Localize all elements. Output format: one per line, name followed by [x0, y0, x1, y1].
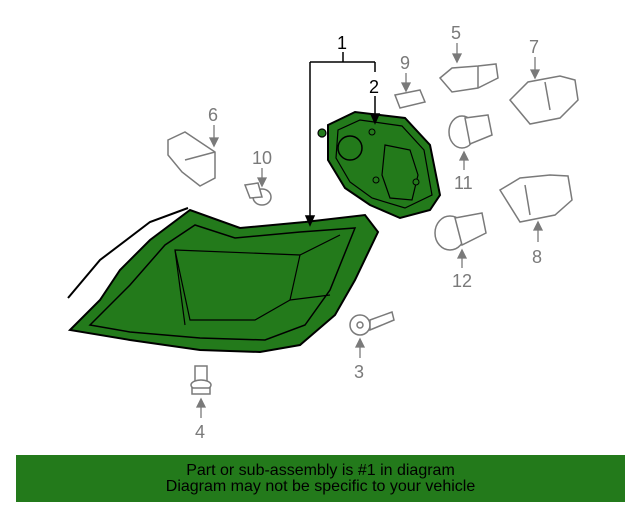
callout-5: 5	[451, 23, 462, 43]
bulb-11-icon[interactable]	[448, 114, 493, 149]
exploded-parts-diagram	[67, 43, 579, 418]
callout-4: 4	[195, 422, 206, 442]
callout-8: 8	[532, 247, 543, 267]
callout-2: 2	[369, 77, 380, 97]
lamp-gasket[interactable]	[317, 110, 442, 220]
callout-12: 12	[452, 271, 473, 291]
gray-parts	[167, 63, 579, 395]
rivet-4-icon[interactable]	[190, 365, 212, 395]
callout-1: 1	[337, 33, 348, 53]
socket-5-icon[interactable]	[438, 63, 499, 93]
socket-6-icon[interactable]	[167, 131, 216, 187]
tail-lamp-assembly[interactable]	[67, 207, 380, 354]
callout-9: 9	[400, 53, 411, 73]
socket-8-icon[interactable]	[498, 174, 573, 223]
banner-line-1: Part or sub-assembly is #1 in diagram	[186, 461, 455, 479]
diagram-notice-banner: Part or sub-assembly is #1 in diagram Di…	[16, 455, 625, 502]
callout-3: 3	[354, 362, 365, 382]
callout-7: 7	[529, 37, 540, 57]
bulb-12-icon[interactable]	[434, 212, 487, 251]
callout-6: 6	[208, 105, 219, 125]
banner-line-2: Diagram may not be specific to your vehi…	[165, 477, 476, 495]
screw-3-icon[interactable]	[349, 311, 395, 336]
socket-9-icon[interactable]	[393, 89, 427, 109]
bulb-10-icon[interactable]	[243, 182, 272, 206]
callout-11: 11	[454, 173, 473, 193]
callout-10: 10	[252, 148, 273, 168]
callout-leaders-black	[304, 52, 381, 227]
socket-7-icon[interactable]	[508, 75, 579, 125]
callout-leaders-gray	[195, 43, 544, 418]
